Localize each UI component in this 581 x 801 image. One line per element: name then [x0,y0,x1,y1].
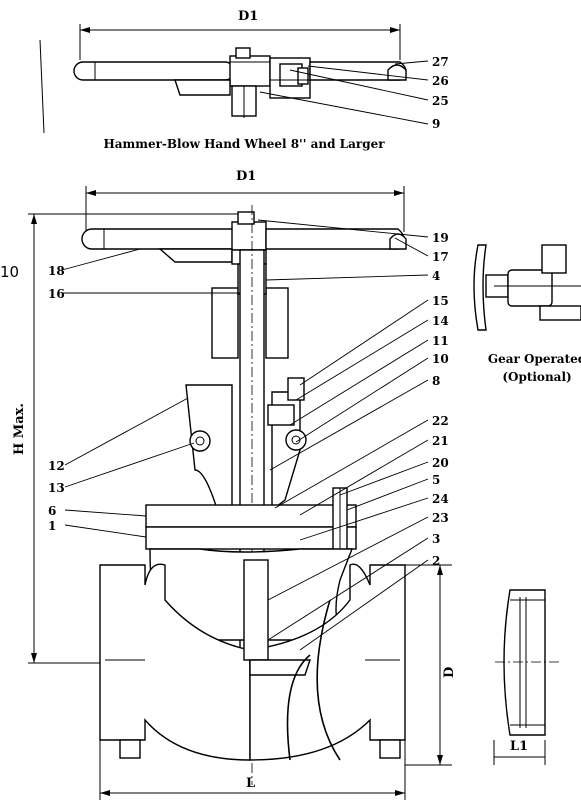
callout-5: 5 [432,473,440,487]
callout-20: 20 [432,456,449,470]
l1-end-detail-view: L1 [493,589,560,765]
callout-19: 19 [432,231,449,245]
callout-24: 24 [432,492,449,506]
callout-4: 4 [432,269,440,283]
callout-21: 21 [432,434,449,448]
callout-27: 27 [432,55,449,69]
dimension-d1-main: D1 [236,169,256,184]
callout-22: 22 [432,414,449,428]
callout-10: 10 [432,352,449,366]
callout-6: 6 [48,504,56,518]
callout-14: 14 [432,314,449,328]
hammer-blow-handwheel-view: D1 27 26 25 9 Hammer-Blow Hand Wheel 8''… [39,9,449,151]
callout-16: 16 [48,287,65,301]
callout-12: 12 [48,459,65,473]
dimension-h-max: H Max. [12,403,27,455]
callout-2: 2 [432,554,440,568]
callout-18: 18 [48,264,65,278]
stray-label-10: 10 [0,263,19,281]
dimension-l1: L1 [510,739,528,754]
callout-1: 1 [48,519,56,533]
callout-11: 11 [432,334,449,348]
dimension-d1-top: D1 [238,9,258,24]
callout-26: 26 [432,74,449,88]
callout-17: 17 [432,250,449,264]
globe-valve-main-view: D1 H Max. [12,169,457,800]
dimension-d: D [442,667,457,678]
callout-15: 15 [432,294,449,308]
callout-3: 3 [432,532,440,546]
caption-optional: (Optional) [502,370,571,384]
dimension-l: L [246,776,255,791]
callout-13: 13 [48,481,65,495]
caption-hammer-blow: Hammer-Blow Hand Wheel 8'' and Larger [103,137,385,151]
gear-operated-view: Gear Operated (Optional) [473,244,581,384]
callout-25: 25 [432,94,449,108]
callout-23: 23 [432,511,449,525]
callout-8: 8 [432,374,440,388]
caption-gear-operated: Gear Operated [488,352,581,366]
callout-9: 9 [432,117,440,131]
